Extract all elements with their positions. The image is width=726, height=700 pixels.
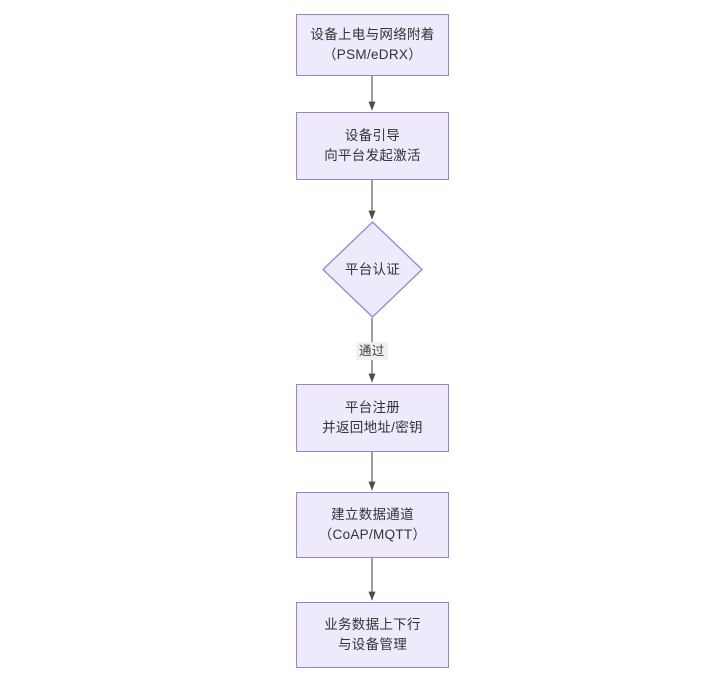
edge-label-pass: 通过 xyxy=(356,342,388,360)
node-text-line: 平台注册 xyxy=(344,400,401,415)
node-platform-registration[interactable]: 平台注册 并返回地址/密钥 xyxy=(296,384,449,452)
diamond-shape-icon xyxy=(322,221,423,318)
node-text-line: 业务数据上下行 xyxy=(324,617,421,632)
node-text-line: 建立数据通道 xyxy=(331,507,414,522)
node-platform-authentication[interactable]: 平台认证 xyxy=(322,221,423,318)
node-text-line: 与设备管理 xyxy=(338,637,407,652)
node-text-line: 向平台发起激活 xyxy=(324,148,421,163)
node-establish-data-channel[interactable]: 建立数据通道 （CoAP/MQTT） xyxy=(296,492,449,558)
node-text-line: （PSM/eDRX） xyxy=(322,47,423,62)
node-text-line: 并返回地址/密钥 xyxy=(322,420,423,435)
node-text-line: 设备引导 xyxy=(344,128,401,143)
node-text-line: （CoAP/MQTT） xyxy=(318,527,427,542)
node-text-line: 平台认证 xyxy=(344,261,401,277)
node-device-power-on[interactable]: 设备上电与网络附着 （PSM/eDRX） xyxy=(296,14,449,76)
node-device-bootstrap[interactable]: 设备引导 向平台发起激活 xyxy=(296,112,449,180)
node-text-line: 设备上电与网络附着 xyxy=(310,27,435,42)
node-business-data-and-device-management[interactable]: 业务数据上下行 与设备管理 xyxy=(296,602,449,668)
